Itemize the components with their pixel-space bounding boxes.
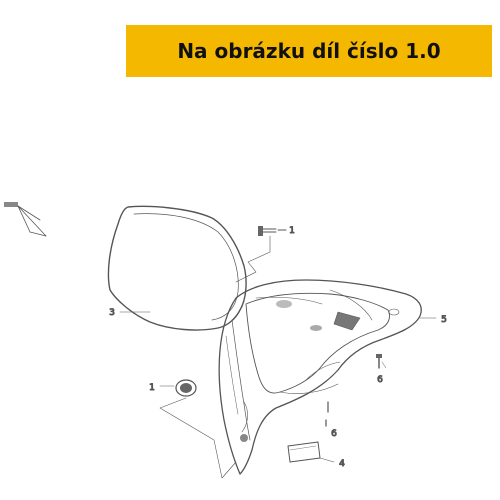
seat-cover-part — [107, 205, 247, 331]
callout-6-right: 6 — [377, 375, 383, 385]
callout-4: 4 — [339, 459, 345, 469]
callout-3: 3 — [109, 308, 115, 318]
plate-part — [287, 441, 321, 463]
rear-cowl-part — [218, 279, 422, 475]
lens-leader-line — [159, 397, 237, 479]
bolt-part-right — [376, 354, 387, 369]
callout-5: 5 — [441, 315, 447, 325]
callout-4-leader — [319, 457, 335, 463]
orientation-indicator-icon — [4, 202, 47, 237]
callout-6-bottom: 6 — [331, 429, 337, 439]
lens-part — [175, 379, 197, 397]
bolt-part-bottom — [325, 401, 329, 427]
callout-1-lens: 1 — [149, 383, 155, 393]
part-number-banner: Na obrázku díl číslo 1.0 — [126, 25, 492, 77]
screw-part — [258, 226, 287, 236]
banner-text: Na obrázku díl číslo 1.0 — [177, 39, 441, 63]
screw-leader-line — [235, 235, 271, 283]
callout-1-screw: 1 — [289, 226, 295, 236]
